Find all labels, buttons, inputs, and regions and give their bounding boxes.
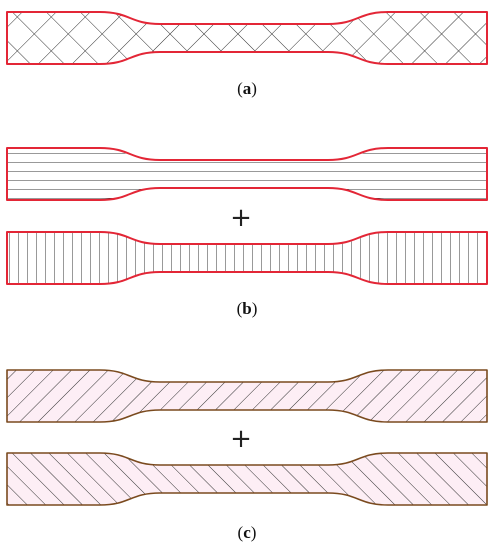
panel-b: + (b) [6, 147, 488, 318]
panel-c-label-letter: c [243, 523, 251, 542]
panel-c-plus-sign: + [230, 424, 252, 454]
specimen-c-diagonal-forward [6, 369, 488, 423]
panel-a-label-open: ( [237, 79, 243, 98]
panel-b-label-letter: b [242, 299, 251, 318]
specimen-hatch-layer [7, 148, 487, 200]
panel-c: + (c) [6, 369, 488, 542]
specimen-hatch-layer [7, 453, 487, 505]
specimen-c-diagonal-backward [6, 452, 488, 506]
panel-a-label-letter: a [243, 79, 252, 98]
specimen-a-crosshatch [6, 11, 488, 65]
specimen-b-horizontal [6, 147, 488, 201]
panel-b-label-close: ) [252, 299, 258, 318]
specimen-hatch-layer [7, 12, 487, 64]
panel-c-label: (c) [238, 523, 257, 542]
panel-a: (a) [6, 11, 488, 98]
panel-c-label-open: ( [238, 523, 244, 542]
panel-b-label: (b) [237, 299, 258, 318]
panel-b-plus-sign: + [230, 203, 252, 233]
panel-b-label-open: ( [237, 299, 243, 318]
panel-a-label-close: ) [251, 79, 257, 98]
specimen-b-vertical [6, 231, 488, 285]
panel-c-label-close: ) [251, 523, 257, 542]
specimen-hatch-layer [7, 370, 487, 422]
panel-a-label: (a) [237, 79, 257, 98]
specimen-hatch-layer [7, 232, 487, 284]
